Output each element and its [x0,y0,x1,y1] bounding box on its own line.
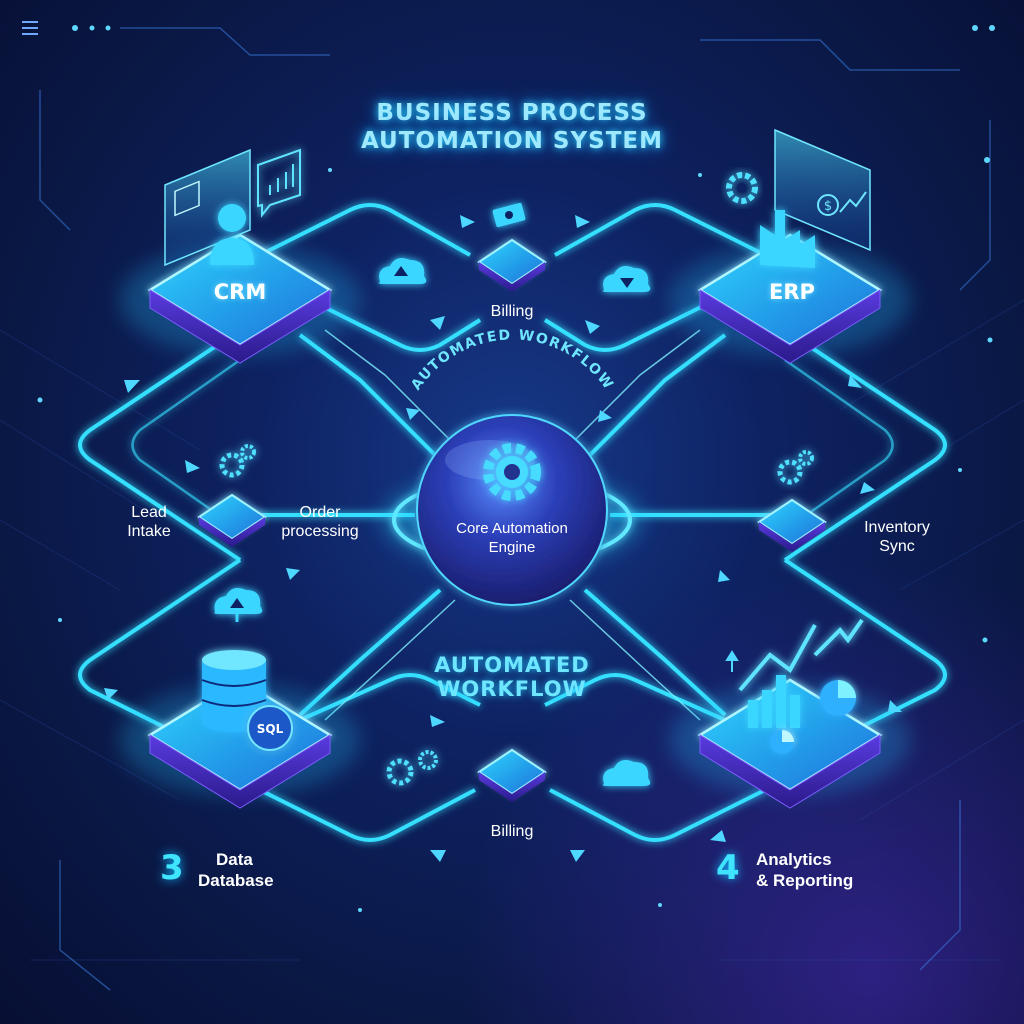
step-tile-billing-bottom [477,748,547,802]
chart-bubble-icon [257,148,301,218]
up-arrow-icon [725,650,739,672]
erp-label: ERP [769,280,815,304]
money-icon [492,202,526,228]
growth-arrow-icon [738,618,864,692]
analytics-number: 4 [716,848,740,888]
core-engine-sphere [382,414,642,606]
database-icon [201,650,267,732]
menu-icon [22,21,38,35]
bar-chart-icon [748,675,800,728]
erp-tile [670,128,910,364]
gears-icon-bottom [386,750,438,786]
inventory-sync-label: Inventory Sync [864,519,930,555]
pie-chart-icon [770,680,856,754]
dollar-icon: $ [817,194,839,216]
factory-icon [760,210,815,268]
workflow-paths [78,203,947,842]
trend-line-icon [839,191,867,213]
workflow-inner-paths [324,329,701,721]
crm-label: CRM [213,280,267,304]
analytics-label: Analytics & Reporting [756,850,854,890]
gears-icon-left [219,444,256,478]
core-engine-label: Core Automation Engine [456,520,568,556]
sparkle-dots [37,25,995,912]
database-tile [120,678,360,809]
billing-top-label: Billing [490,303,534,320]
sql-badge [247,705,293,751]
lead-intake-label: Lead Intake [127,504,171,540]
gear-icon-erp [726,172,758,204]
svg-text:$: $ [824,199,832,214]
sql-badge-label: SQL [257,722,284,736]
step-tile-lead-order [197,493,267,547]
circuit-traces [39,27,991,991]
order-processing-label: Order processing [281,504,359,540]
title-line-2: AUTOMATION SYSTEM [360,128,664,154]
step-tile-billing-top [477,238,547,292]
title-line-1: BUSINESS PROCESS [376,100,648,126]
database-label: Data Database [198,850,274,890]
cloud-upload-icon [378,258,427,284]
flow-arrows [104,215,902,862]
workflow-label-line-1: AUTOMATED [434,653,590,677]
billing-bottom-label: Billing [490,823,534,840]
engine-gear-icon [483,443,541,501]
gears-icon-right [777,450,814,485]
database-number: 3 [160,848,184,888]
step-tile-inventory [757,498,827,552]
cloud-upload-icon-db [214,588,263,622]
workflow-label-line-2: WORKFLOW [437,677,587,701]
crm-tile [120,148,360,364]
background-grid [0,299,1024,961]
cloud-download-icon [602,266,651,292]
user-icon [210,204,254,265]
cloud-icon [602,760,651,786]
